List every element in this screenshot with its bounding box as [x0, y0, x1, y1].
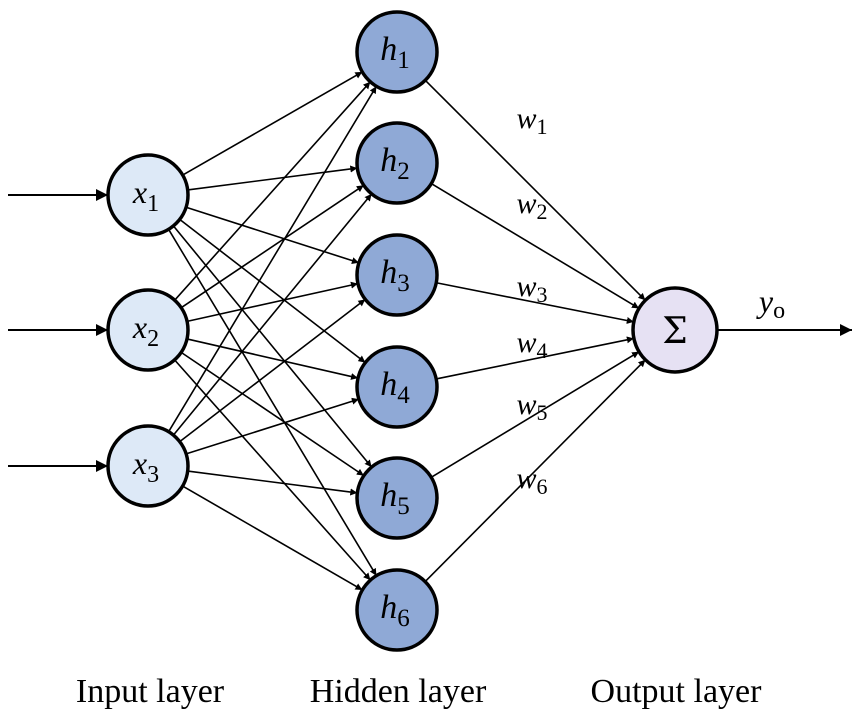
hidden-node-h3: h3	[355, 233, 439, 317]
edge-x1-h6	[167, 228, 378, 577]
edge-x3-h2	[172, 193, 373, 436]
hidden-node-circle	[355, 121, 439, 205]
hidden-node-circle	[355, 233, 439, 317]
hidden-node-circle	[355, 568, 439, 652]
nodes: x1 x2 x3 h1 h2 h3 h4 h5 h6 Σ	[106, 10, 719, 652]
output-layer-label: Output layer	[591, 673, 763, 710]
input-node-circle	[106, 153, 190, 237]
edge-x2-h3	[186, 281, 359, 323]
sum-symbol: Σ	[662, 311, 687, 352]
edge-x2-h5	[180, 351, 365, 477]
hidden-node-h4: h4	[355, 345, 439, 429]
edge-x3-h3	[179, 298, 366, 443]
hidden-node-h1: h1	[355, 10, 439, 94]
output-label: yo	[756, 283, 785, 324]
edge-x1-h2	[187, 165, 358, 191]
input-node-circle	[106, 288, 190, 372]
edge-x1-h1	[182, 71, 363, 176]
hidden-node-h5: h5	[355, 456, 439, 540]
edge-x2-h4	[186, 338, 359, 380]
edge-x3-h5	[187, 470, 358, 496]
output-node: Σ	[631, 286, 719, 374]
edge-h3-output	[436, 281, 634, 324]
edge-x1-h4	[179, 218, 366, 364]
input-node-label: x3	[132, 445, 159, 488]
edge-x2-h1	[174, 81, 371, 301]
edge-h4-output	[436, 336, 635, 380]
hidden-node-h2: h2	[355, 121, 439, 205]
edge-x3-h1	[167, 85, 378, 433]
hidden-node-label: h6	[380, 589, 410, 632]
hidden-node-label: h3	[380, 254, 410, 297]
weight-label-w1: w1	[516, 102, 547, 139]
edge-x1-h3	[185, 206, 360, 264]
weight-label-w2: w2	[516, 187, 547, 224]
weight-label-w3: w3	[516, 270, 547, 307]
input-node-label: x1	[132, 174, 159, 217]
hidden-node-circle	[355, 456, 439, 540]
edge-h6-output	[424, 359, 646, 583]
weight-labels: yo w1 w2 w3 w4 w5 w6	[516, 102, 785, 499]
input-layer-label: Input layer	[76, 673, 225, 710]
weight-label-w4: w4	[516, 326, 547, 363]
edge-h2-output	[430, 182, 640, 310]
hidden-node-circle	[355, 10, 439, 94]
edge-x2-h6	[173, 359, 372, 581]
connections	[8, 71, 852, 591]
edge-h5-output	[430, 351, 640, 478]
edge-x1-h5	[172, 225, 373, 468]
input-node-x3: x3	[106, 424, 190, 508]
hidden-node-label: h2	[380, 142, 410, 185]
input-node-label: x2	[132, 309, 159, 352]
edge-h1-output	[424, 79, 646, 301]
weight-label-w6: w6	[516, 462, 547, 499]
output-node-circle	[631, 286, 719, 374]
edge-x3-h4	[185, 397, 360, 455]
layer-labels: Input layer Hidden layer Output layer	[76, 673, 762, 710]
edge-x2-h2	[180, 184, 365, 309]
hidden-node-circle	[355, 345, 439, 429]
input-node-x2: x2	[106, 288, 190, 372]
hidden-node-label: h4	[380, 366, 410, 409]
hidden-node-label: h1	[380, 31, 410, 74]
hidden-node-label: h5	[380, 477, 410, 520]
edge-x3-h6	[182, 485, 363, 591]
input-node-x1: x1	[106, 153, 190, 237]
weight-label-w5: w5	[516, 388, 547, 425]
hidden-layer-label: Hidden layer	[310, 673, 487, 710]
input-node-circle	[106, 424, 190, 508]
hidden-node-h6: h6	[355, 568, 439, 652]
